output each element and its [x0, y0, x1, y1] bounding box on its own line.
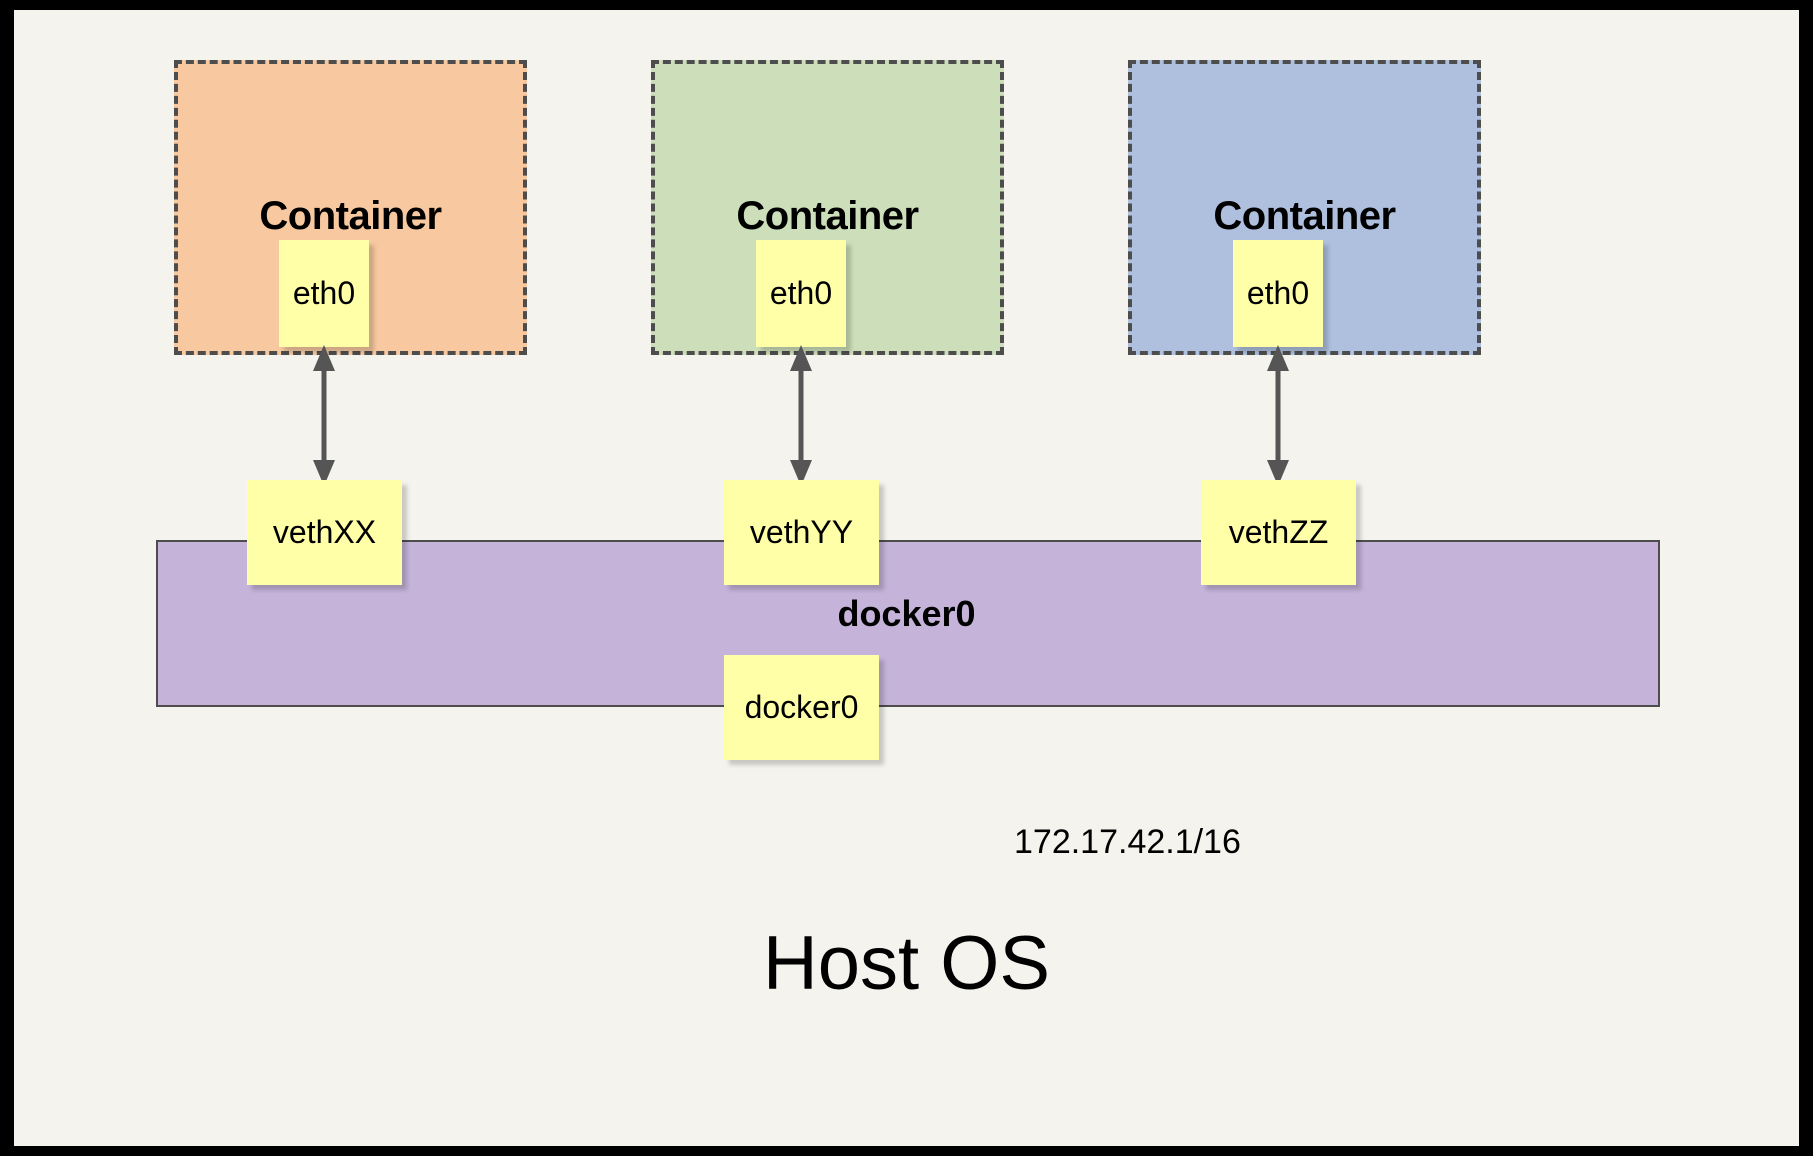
eth0-label-2: eth0 — [769, 275, 833, 311]
veth-label-1: vethXX — [272, 514, 377, 550]
eth0-interface-1: eth0 — [279, 240, 369, 347]
veth-interface-2: vethYY — [724, 480, 879, 585]
docker0-interface-label: docker0 — [744, 689, 859, 725]
eth0-interface-3: eth0 — [1233, 240, 1323, 347]
veth-label-3: vethZZ — [1228, 514, 1329, 550]
docker0-interface-box: docker0 — [724, 655, 879, 760]
container-label-3: Container — [1213, 194, 1396, 238]
eth0-label-1: eth0 — [292, 275, 356, 311]
double-arrow-connector-2 — [790, 345, 812, 486]
container-label-1: Container — [259, 194, 442, 238]
container-label-2: Container — [736, 194, 919, 238]
double-arrow-connector-1 — [313, 345, 335, 486]
eth0-interface-2: eth0 — [756, 240, 846, 347]
veth-interface-3: vethZZ — [1201, 480, 1356, 585]
eth0-label-3: eth0 — [1246, 275, 1310, 311]
veth-label-2: vethYY — [749, 514, 854, 550]
host-os-label: Host OS — [762, 921, 1051, 1006]
docker0-bridge-title: docker0 — [837, 593, 976, 634]
docker0-bridge — [156, 540, 1660, 707]
host-os-boundary: Container eth0 Container eth0 Container … — [14, 10, 1799, 1146]
veth-interface-1: vethXX — [247, 480, 402, 585]
docker0-ip-address: 172.17.42.1/16 — [1014, 823, 1241, 861]
double-arrow-connector-3 — [1267, 345, 1289, 486]
